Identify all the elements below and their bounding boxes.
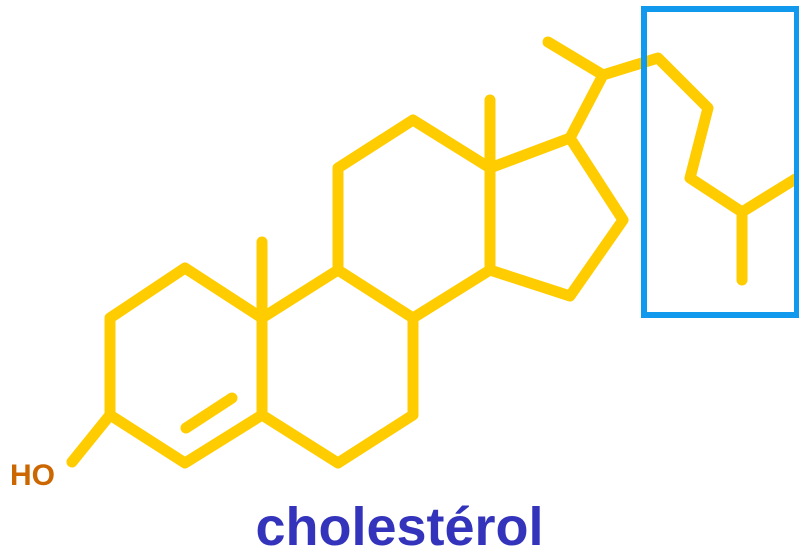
ring-c-bonds	[332, 114, 496, 324]
ring-a-double-bond	[180, 392, 238, 434]
side-chain-methyl-c21-bond	[542, 36, 609, 81]
ring-b	[256, 264, 419, 469]
molecule-name-label: cholestérol	[255, 497, 544, 557]
side-chain-highlight-box	[641, 6, 799, 318]
ring-a	[104, 262, 268, 469]
ring-b-bonds	[256, 264, 419, 469]
ring-d-bonds	[484, 132, 629, 302]
hydroxyl-bond	[66, 409, 116, 468]
ring-a-bonds	[104, 262, 268, 469]
ring-d	[484, 132, 629, 302]
hydroxyl-label: HO	[10, 459, 55, 492]
ring-c	[332, 114, 496, 324]
